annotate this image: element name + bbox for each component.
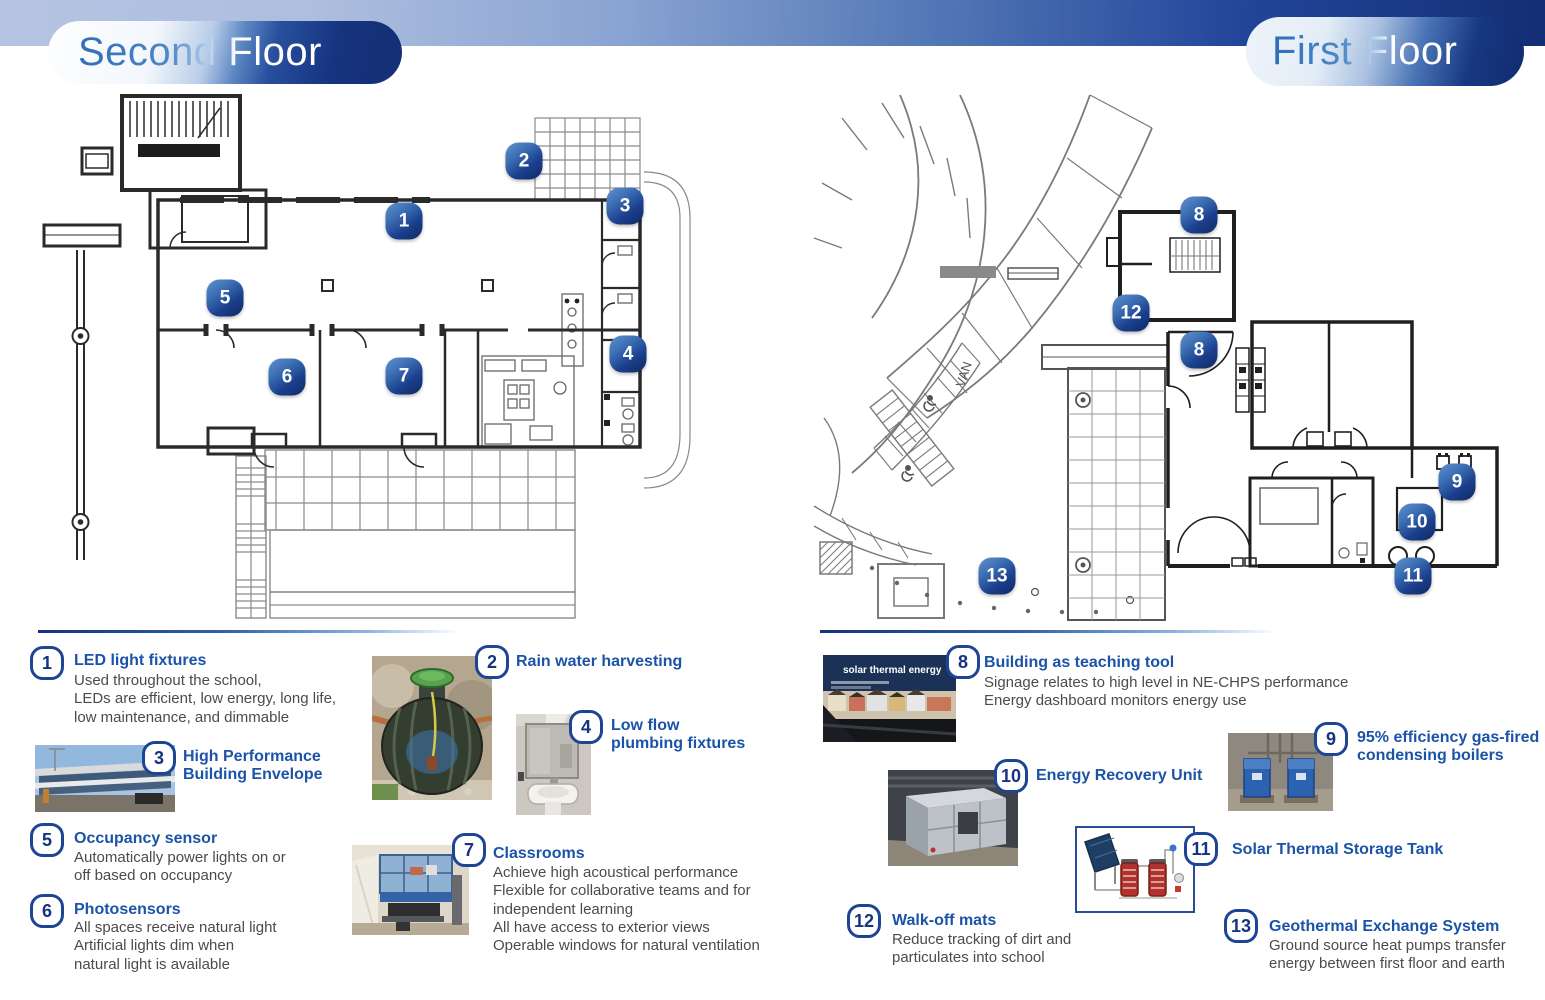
legend-num-13: 13 xyxy=(1224,909,1258,943)
legend-title-4: Low flow plumbing fixtures xyxy=(611,717,746,753)
legend-num-4: 4 xyxy=(569,710,603,744)
legend-body-13: Ground source heat pumps transfer energy… xyxy=(1269,937,1506,973)
plan-marker-5-label: 5 xyxy=(219,287,231,308)
legend-num-11-label: 11 xyxy=(1191,838,1211,859)
legend-num-7-label: 7 xyxy=(463,839,474,860)
plan-marker-8a: 8 xyxy=(1180,196,1218,234)
plan-marker-1-label: 1 xyxy=(398,210,410,231)
legend-num-11: 11 xyxy=(1184,832,1218,866)
plan-marker-7: 7 xyxy=(385,357,423,395)
legend-num-13-label: 13 xyxy=(1230,915,1252,936)
legend-num-8-label: 8 xyxy=(957,651,968,672)
legend-body-5: Automatically power lights on or off bas… xyxy=(74,849,286,885)
plan-marker-12-label: 12 xyxy=(1120,302,1142,323)
first-floor-plan-drawing: VAN xyxy=(813,94,1499,621)
plan-marker-9: 9 xyxy=(1438,463,1476,501)
legend-title-8: Building as teaching tool xyxy=(984,654,1175,671)
accessible-parking-icon xyxy=(923,394,937,412)
legend-title-2: Rain water harvesting xyxy=(516,653,683,670)
plan-marker-13-label: 13 xyxy=(986,565,1008,586)
legend-body-7: Achieve high acoustical performance Flex… xyxy=(493,864,760,955)
legend-num-7: 7 xyxy=(452,833,486,867)
second-floor-divider-line xyxy=(38,630,460,633)
plan-marker-10-label: 10 xyxy=(1406,511,1428,532)
plan-marker-13: 13 xyxy=(978,557,1016,595)
plan-marker-1: 1 xyxy=(385,202,423,240)
classroom-photo xyxy=(352,845,469,935)
plan-marker-3-label: 3 xyxy=(619,195,631,216)
plan-marker-4-label: 4 xyxy=(622,343,634,364)
solar-thermal-diagram xyxy=(1075,826,1195,913)
plan-marker-8b-label: 8 xyxy=(1193,339,1205,360)
legend-num-4-label: 4 xyxy=(580,716,591,737)
plan-marker-2-label: 2 xyxy=(518,150,530,171)
plan-marker-11: 11 xyxy=(1394,557,1432,595)
legend-body-12: Reduce tracking of dirt and particulates… xyxy=(892,931,1072,967)
legend-num-8: 8 xyxy=(946,645,980,679)
building-envelope-photo xyxy=(35,745,175,812)
accessible-parking-icon xyxy=(901,464,915,482)
legend-body-8: Signage relates to high level in NE-CHPS… xyxy=(984,674,1349,710)
plan-marker-11-label: 11 xyxy=(1402,565,1424,586)
legend-num-9: 9 xyxy=(1314,722,1348,756)
legend-num-2-label: 2 xyxy=(486,651,497,672)
legend-num-9-label: 9 xyxy=(1325,728,1336,749)
second-floor-plan: 1 2 3 4 5 6 7 xyxy=(30,88,710,633)
rain-cistern-photo xyxy=(372,656,492,800)
legend-title-5: Occupancy sensor xyxy=(74,830,218,847)
plan-marker-12: 12 xyxy=(1112,294,1150,332)
legend-num-10: 10 xyxy=(994,759,1028,793)
legend-num-6-label: 6 xyxy=(41,900,52,921)
legend-num-10-label: 10 xyxy=(1000,765,1022,786)
plan-marker-10: 10 xyxy=(1398,503,1436,541)
legend-title-9: 95% efficiency gas-fired condensing boil… xyxy=(1357,729,1540,765)
legend-num-12-label: 12 xyxy=(853,910,875,931)
plan-marker-8b: 8 xyxy=(1180,331,1218,369)
legend-title-11: Solar Thermal Storage Tank xyxy=(1232,841,1444,858)
plan-marker-6: 6 xyxy=(268,358,306,396)
legend-title-10: Energy Recovery Unit xyxy=(1036,767,1203,784)
legend-num-3-label: 3 xyxy=(153,747,164,768)
legend-num-5-label: 5 xyxy=(41,829,52,850)
legend-body-1: Used throughout the school, LEDs are eff… xyxy=(74,672,337,726)
legend-title-3: High Performance Building Envelope xyxy=(183,748,323,784)
second-floor-title: Second Floor xyxy=(78,30,322,74)
plan-marker-7-label: 7 xyxy=(398,365,410,386)
teaching-signage-photo: solar thermal energy xyxy=(823,655,956,742)
legend-body-6: All spaces receive natural light Artific… xyxy=(74,919,277,973)
plan-marker-2: 2 xyxy=(505,142,543,180)
first-floor-divider-line xyxy=(820,630,1278,633)
legend-title-1: LED light fixtures xyxy=(74,652,207,669)
legend-num-1: 1 xyxy=(30,646,64,680)
first-floor-title: First Floor xyxy=(1272,29,1458,73)
legend-num-5: 5 xyxy=(30,823,64,857)
legend-num-1-label: 1 xyxy=(41,652,52,673)
plan-marker-8a-label: 8 xyxy=(1193,204,1205,225)
legend-title-13: Geothermal Exchange System xyxy=(1269,918,1500,935)
first-floor-plan: VAN xyxy=(812,88,1512,633)
plan-marker-6-label: 6 xyxy=(281,366,293,387)
signage-photo-text: solar thermal energy xyxy=(843,665,942,676)
legend-title-6: Photosensors xyxy=(74,901,181,918)
legend-num-6: 6 xyxy=(30,894,64,928)
legend-num-12: 12 xyxy=(847,904,881,938)
plan-marker-5: 5 xyxy=(206,279,244,317)
site-dots xyxy=(869,565,1099,615)
first-floor-header: First Floor xyxy=(1246,17,1524,86)
plan-marker-3: 3 xyxy=(606,187,644,225)
plan-marker-9-label: 9 xyxy=(1451,471,1463,492)
legend-num-2: 2 xyxy=(475,645,509,679)
second-floor-plan-drawing xyxy=(42,94,691,619)
plan-marker-4: 4 xyxy=(609,335,647,373)
legend-num-3: 3 xyxy=(142,741,176,775)
van-label: VAN xyxy=(953,360,975,389)
legend-title-7: Classrooms xyxy=(493,845,585,862)
legend-title-12: Walk-off mats xyxy=(892,912,997,929)
second-floor-header: Second Floor xyxy=(48,21,402,84)
